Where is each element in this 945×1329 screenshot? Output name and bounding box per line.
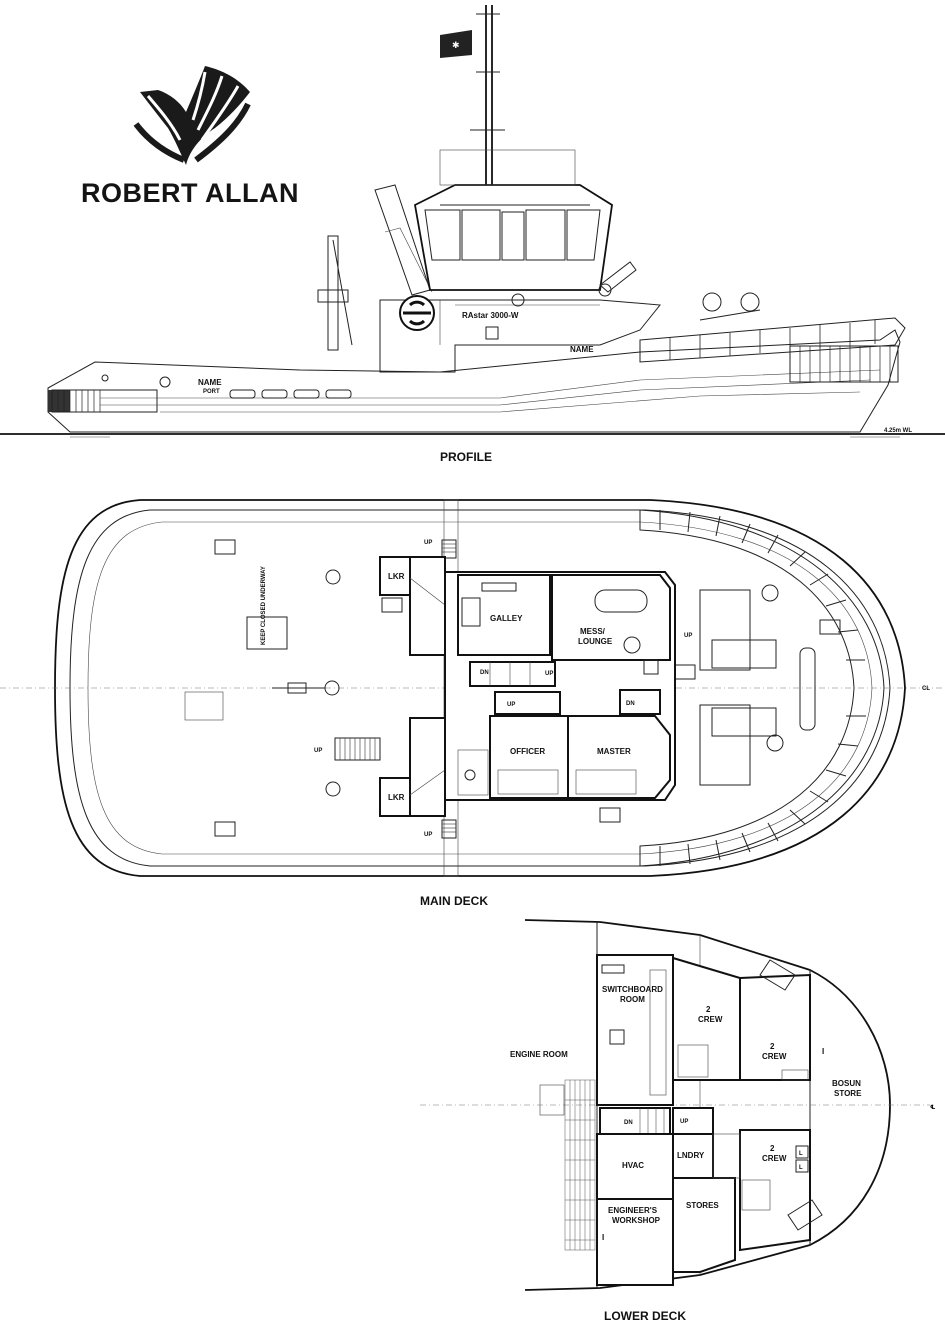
- stair-up-main-4: UP: [545, 671, 553, 677]
- stair-up-bottom: UP: [424, 832, 432, 838]
- profile-title: PROFILE: [440, 450, 492, 464]
- vessel-name-bow: NAME: [570, 345, 594, 354]
- room-engine: ENGINE ROOM: [510, 1050, 568, 1059]
- profile-view: ✱ RAstar 3000-W NAME NAME PORT 4.25m WL …: [0, 5, 945, 464]
- lower-deck-plan: ℄ ENGINE ROOM SWITCHBOARD ROOM 2 CREW 2: [420, 919, 935, 1323]
- locker-mark-2: L: [799, 1165, 803, 1171]
- room-mess: MESS/: [580, 627, 606, 636]
- stair-up-bow-1: UP: [684, 633, 692, 639]
- stair-up-top: UP: [424, 540, 432, 546]
- logo-emblem-icon: [133, 66, 251, 165]
- vessel-model: RAstar 3000-W: [462, 311, 519, 320]
- main-deck-fenders: [639, 509, 885, 867]
- room-lkr-lower: LKR: [388, 793, 405, 802]
- room-crew-b-2: CREW: [762, 1052, 787, 1061]
- room-galley: GALLEY: [490, 614, 523, 623]
- room-bosun-2: STORE: [834, 1089, 862, 1098]
- hatch-note: KEEP CLOSED UNDERWAY: [261, 566, 267, 645]
- main-deck-cl-label: CL: [922, 686, 930, 692]
- locker-mark-1: L: [799, 1151, 803, 1157]
- room-bosun-1: BOSUN: [832, 1079, 861, 1088]
- brand-name: ROBERT ALLAN: [81, 178, 299, 208]
- main-deck-winch: [699, 584, 816, 786]
- deck-hatch: [246, 616, 288, 650]
- room-crew-a-2: CREW: [698, 1015, 723, 1024]
- wheelhouse: [413, 184, 613, 291]
- room-crew-a-1: 2: [706, 1005, 711, 1014]
- lower-deck-title: LOWER DECK: [604, 1309, 686, 1323]
- funnel-emblem-icon: [399, 295, 435, 331]
- room-crew-c-2: CREW: [762, 1154, 787, 1163]
- room-hvac: HVAC: [622, 1161, 644, 1170]
- room-stores: STORES: [686, 1201, 719, 1210]
- room-switchboard-2: ROOM: [620, 995, 645, 1004]
- stair-up-aft: UP: [314, 748, 322, 754]
- main-deck-hull-outline: [54, 499, 906, 877]
- waterline-label: 4.25m WL: [884, 428, 912, 434]
- stair-up-main-5: UP: [507, 702, 515, 708]
- stair-top: [441, 539, 457, 559]
- mast: [439, 5, 576, 186]
- searchlight-icon: [598, 261, 637, 297]
- wheelhouse-windows: [424, 209, 601, 261]
- porthole-row: [229, 389, 352, 399]
- main-deck-plan: CL UP UP UP KEEP CLOSED UNDERWAY: [0, 499, 945, 908]
- room-workshop-1: ENGINEER'S: [608, 1206, 658, 1215]
- robert-allan-logo: ROBERT ALLAN: [81, 66, 299, 208]
- room-lounge: LOUNGE: [578, 637, 613, 646]
- lower-stair-dn: DN: [624, 1120, 633, 1126]
- bow-winch: [699, 292, 761, 321]
- workshop-marker: I: [602, 1233, 604, 1242]
- bow-fender: [639, 317, 906, 363]
- room-switchboard-1: SWITCHBOARD: [602, 985, 663, 994]
- room-crew-c-1: 2: [770, 1144, 775, 1153]
- flag-icon: ✱: [440, 30, 472, 58]
- stair-dn-main-2: DN: [626, 701, 635, 707]
- room-lndry: LNDRY: [677, 1151, 705, 1160]
- room-crew-b-1: 2: [770, 1042, 775, 1051]
- aft-deck-stair: [334, 737, 381, 761]
- vessel-name-stern: NAME: [198, 378, 222, 387]
- port-label: PORT: [203, 389, 220, 395]
- lower-stair-up: UP: [680, 1119, 688, 1125]
- room-officer: OFFICER: [510, 747, 545, 756]
- engine-grating: [564, 1079, 596, 1251]
- deckhouse: [379, 299, 661, 373]
- crane: [317, 235, 353, 351]
- bosun-marker: I: [822, 1047, 824, 1056]
- svg-text:✱: ✱: [452, 40, 460, 50]
- stair-bottom: [441, 819, 457, 839]
- hull-outline: [47, 329, 901, 433]
- room-workshop-2: WORKSHOP: [612, 1216, 661, 1225]
- room-master: MASTER: [597, 747, 631, 756]
- towing-hook-icon: [272, 680, 340, 696]
- lower-deck-cl-label: ℄: [930, 1104, 935, 1111]
- main-deck-title: MAIN DECK: [420, 894, 488, 908]
- room-lkr-upper: LKR: [388, 572, 405, 581]
- stair-dn-main-1: DN: [480, 670, 489, 676]
